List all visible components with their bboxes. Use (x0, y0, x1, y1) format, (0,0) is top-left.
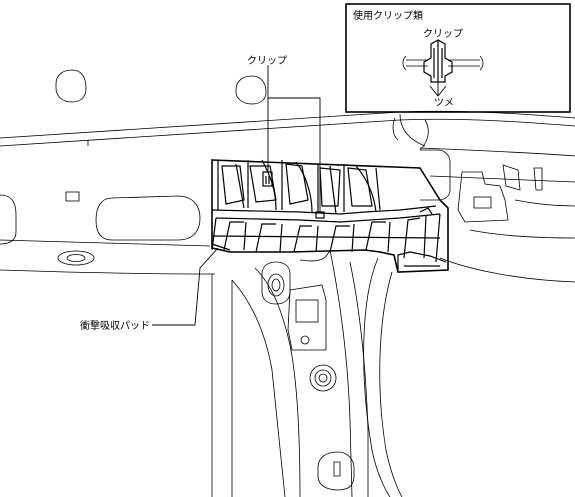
label-shock-pad: 衝撃吸収パッド (80, 319, 150, 332)
label-clip: クリップ (247, 55, 287, 67)
clip-icon (423, 39, 453, 83)
inset-clip-types: 使用クリップ類 クリップ ツメ (345, 3, 571, 113)
inset-title: 使用クリップ類 (353, 9, 423, 22)
leader-lines (152, 65, 321, 326)
inset-frame (345, 3, 571, 113)
inset-label-clip: クリップ (423, 28, 463, 40)
shock-absorbing-pad (211, 159, 449, 273)
body-panel (0, 69, 575, 497)
inset-label-claw: ツメ (434, 98, 454, 109)
